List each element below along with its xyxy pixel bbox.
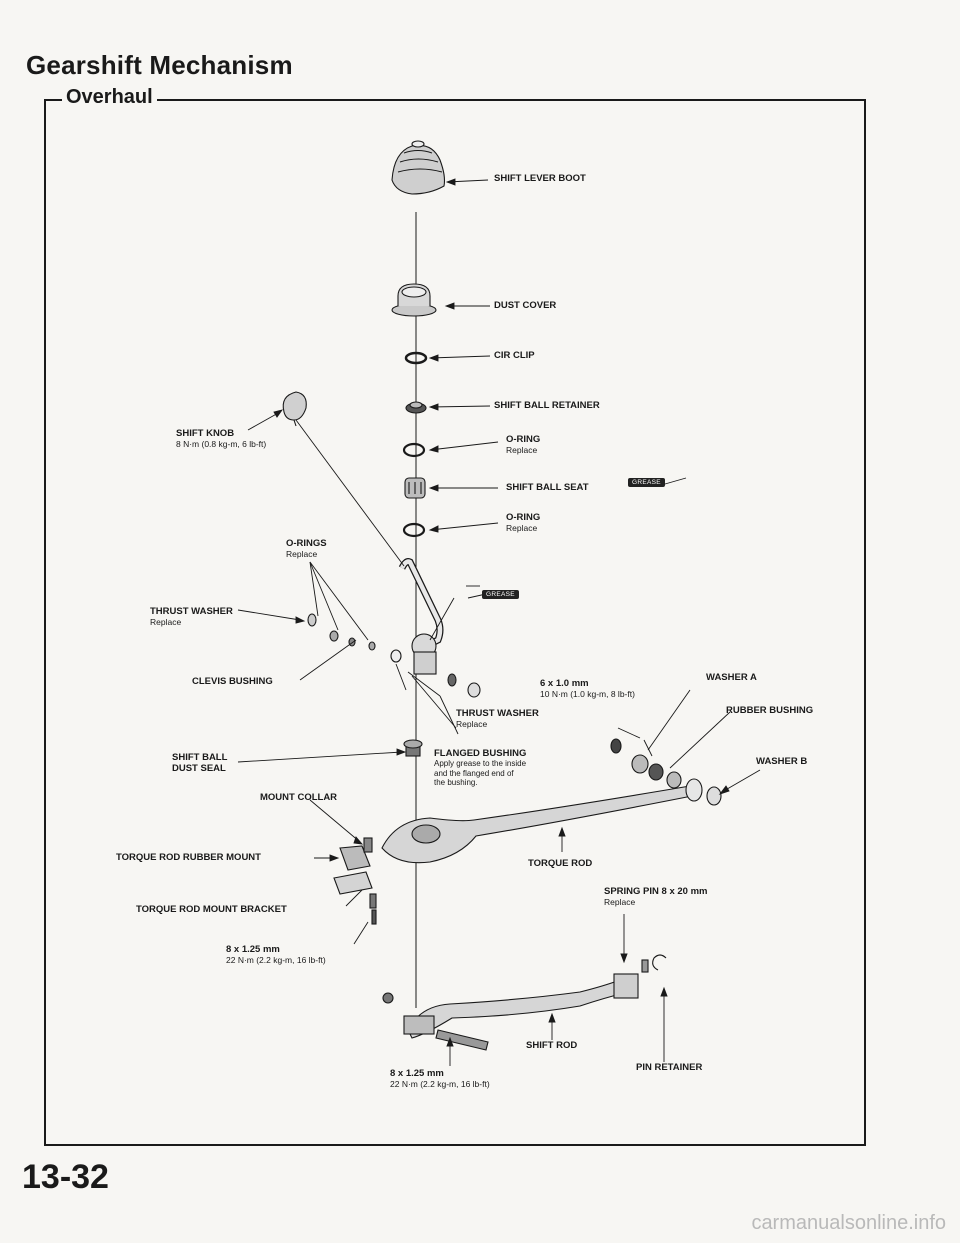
o-rings-name: O-RINGS: [286, 538, 327, 549]
flanged-bushing-note-3: the bushing.: [434, 778, 478, 787]
shift-lever-boot-part: [391, 140, 446, 195]
shift-knob-torque: 8 N·m (0.8 kg-m, 6 lb-ft): [176, 439, 267, 449]
bolt-8x125-lower-torque: 22 N·m (2.2 kg-m, 16 lb-ft): [390, 1079, 490, 1089]
dust-seal-line-1: SHIFT BALL: [172, 752, 228, 763]
dust-seal-line-2: DUST SEAL: [172, 763, 226, 774]
shift-knob-part: [282, 391, 307, 427]
label-bolt-8x125-upper: 8 x 1.25 mm 22 N·m (2.2 kg-m, 16 lb-ft): [226, 944, 326, 965]
bolt-8x125-upper-size: 8 x 1.25 mm: [226, 944, 280, 955]
watermark: carmanualsonline.info: [751, 1212, 946, 1234]
label-shift-rod: SHIFT ROD: [526, 1040, 578, 1051]
label-rubber-bushing: RUBBER BUSHING: [726, 705, 814, 716]
label-shift-lever-boot: SHIFT LEVER BOOT: [494, 173, 586, 184]
thrust-washer-right-note: Replace: [456, 719, 488, 729]
label-cir-clip: CIR CLIP: [494, 350, 535, 361]
lever-bolt-parts: [447, 673, 481, 698]
label-bolt-8x125-lower: 8 x 1.25 mm 22 N·m (2.2 kg-m, 16 lb-ft): [390, 1068, 490, 1089]
label-shift-ball-retainer: SHIFT BALL RETAINER: [494, 400, 600, 411]
label-washer-a: WASHER A: [706, 672, 757, 683]
o-rings-note: Replace: [286, 549, 318, 559]
bolt-6x1-size: 6 x 1.0 mm: [540, 678, 589, 689]
spring-pin-note: Replace: [604, 897, 636, 907]
label-spring-pin: SPRING PIN 8 x 20 mm Replace: [604, 886, 707, 907]
label-torque-rod-rubber-mount: TORQUE ROD RUBBER MOUNT: [116, 852, 261, 863]
label-shift-ball-seat: SHIFT BALL SEAT: [506, 482, 589, 493]
shift-ball-retainer-part: [405, 401, 427, 414]
flanged-bushing-part: [403, 739, 423, 757]
torque-rod-part: [381, 778, 703, 864]
label-thrust-washer-right: THRUST WASHER Replace: [456, 708, 539, 729]
thrust-washer-right-name: THRUST WASHER: [456, 708, 539, 719]
label-washer-b: WASHER B: [756, 756, 808, 767]
section-frame: [44, 99, 866, 1146]
grease-icon-lever: GREASE: [482, 590, 519, 599]
shift-rod-part: [382, 954, 667, 1051]
o-ring-upper-part: [402, 442, 426, 458]
shift-lever-part: [398, 558, 444, 675]
shift-ball-seat-part: [404, 477, 426, 499]
leader-lines: [237, 178, 761, 1066]
label-thrust-washer-left: THRUST WASHER Replace: [150, 606, 233, 627]
spring-pin-name: SPRING PIN 8 x 20 mm: [604, 886, 708, 897]
thrust-washer-left-note: Replace: [150, 617, 182, 627]
shift-knob-name: SHIFT KNOB: [176, 428, 235, 439]
label-flanged-bushing: FLANGED BUSHING Apply grease to the insi…: [434, 748, 526, 788]
bolt-8x125-lower-size: 8 x 1.25 mm: [390, 1068, 444, 1079]
flanged-bushing-note-1: Apply grease to the inside: [434, 759, 527, 768]
o-ring-lower-note: Replace: [506, 523, 538, 533]
o-ring-lower-name: O-RING: [506, 512, 541, 523]
page-number: 13-32: [22, 1158, 109, 1196]
label-o-ring-lower: O-RING Replace: [506, 512, 540, 533]
thrust-washer-left-name: THRUST WASHER: [150, 606, 233, 617]
label-o-ring-upper: O-RING Replace: [506, 434, 540, 455]
page-title: Gearshift Mechanism: [26, 50, 293, 80]
flanged-bushing-note-2: and the flanged end of: [434, 768, 514, 778]
label-torque-rod: TORQUE ROD: [528, 858, 593, 869]
cir-clip-part: [404, 351, 428, 365]
o-ring-upper-name: O-RING: [506, 434, 541, 445]
section-heading: Overhaul: [62, 86, 157, 109]
o-ring-lower-part: [402, 522, 426, 538]
right-washer-parts: [610, 738, 722, 806]
clevis-bushing-parts: [307, 613, 402, 663]
bolt-6x1-torque: 10 N·m (1.0 kg-m, 8 lb-ft): [540, 689, 635, 699]
label-shift-knob: SHIFT KNOB 8 N·m (0.8 kg-m, 6 lb-ft): [176, 428, 266, 449]
label-shift-ball-dust-seal: SHIFT BALL DUST SEAL: [172, 752, 227, 774]
label-bolt-6x1: 6 x 1.0 mm 10 N·m (1.0 kg-m, 8 lb-ft): [540, 678, 635, 699]
flanged-bushing-name: FLANGED BUSHING: [434, 748, 527, 759]
dust-cover-part: [391, 283, 437, 317]
o-ring-upper-note: Replace: [506, 445, 538, 455]
label-dust-cover: DUST COVER: [494, 300, 557, 311]
label-o-rings: O-RINGS Replace: [286, 538, 327, 559]
label-clevis-bushing: CLEVIS BUSHING: [192, 676, 273, 687]
label-mount-collar: MOUNT COLLAR: [260, 792, 338, 803]
torque-rod-mount-parts: [333, 837, 377, 925]
bolt-8x125-upper-torque: 22 N·m (2.2 kg-m, 16 lb-ft): [226, 955, 326, 965]
label-pin-retainer: PIN RETAINER: [636, 1062, 703, 1073]
grease-icon: GREASE: [628, 478, 665, 487]
label-torque-rod-mount-bracket: TORQUE ROD MOUNT BRACKET: [136, 904, 287, 915]
section-frame-left: [44, 99, 46, 1144]
